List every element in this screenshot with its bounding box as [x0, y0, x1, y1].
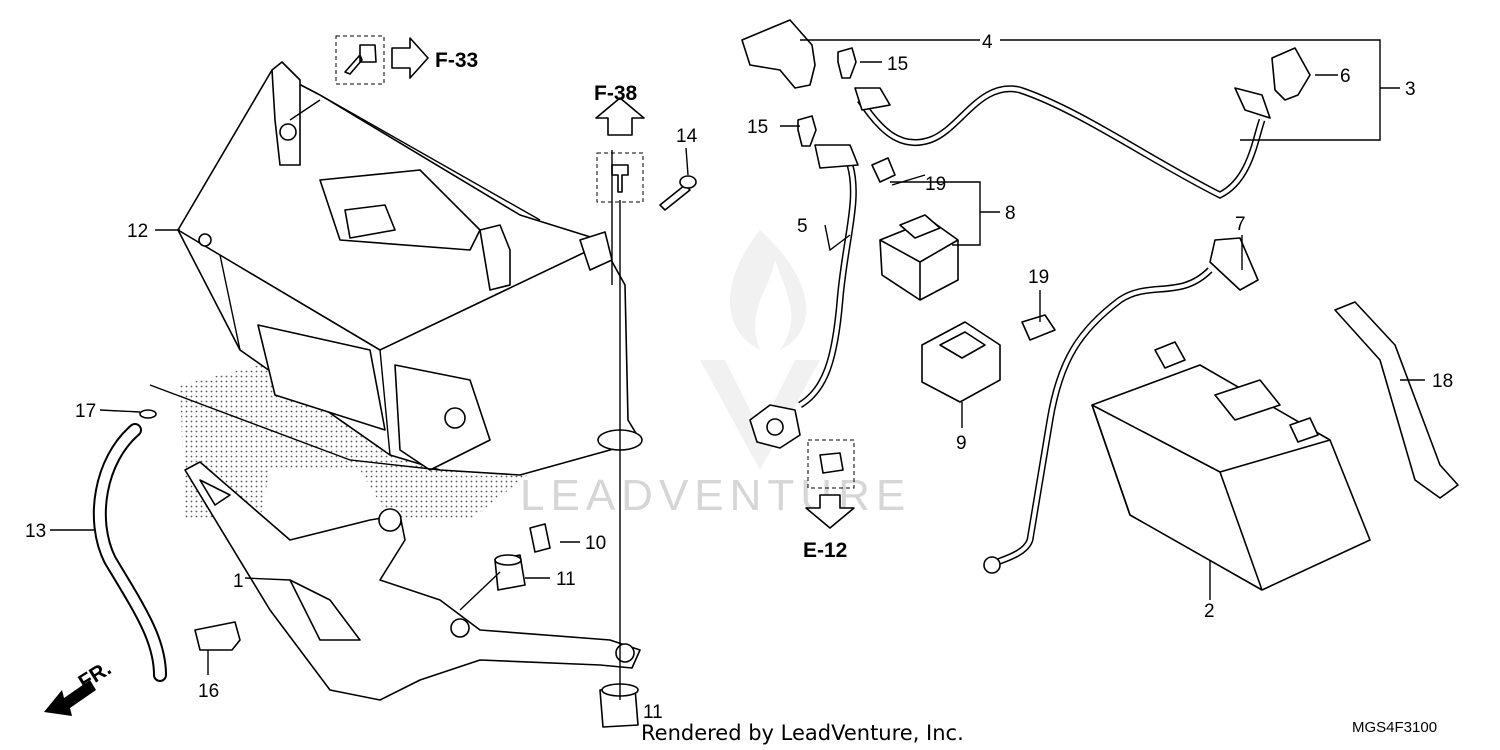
label-15a: 15: [887, 54, 908, 75]
label-3: 3: [1405, 79, 1416, 100]
label-13: 13: [25, 521, 46, 542]
battery-bracket: [184, 461, 641, 701]
arrow-f38: [595, 97, 645, 136]
clip-16: [194, 621, 241, 651]
label-11b: 11: [643, 702, 663, 723]
label-14: 14: [676, 126, 698, 147]
e12-dash-box: [807, 439, 855, 489]
watermark-text: LEADVENTURE: [520, 471, 911, 520]
bolt-15a: [837, 47, 857, 79]
label-4: 4: [982, 32, 993, 53]
label-2: 2: [1204, 601, 1215, 622]
label-16: 16: [198, 681, 219, 702]
bolt-14: [659, 175, 697, 211]
label-19a: 19: [925, 174, 946, 195]
label-12: 12: [127, 221, 148, 242]
label-10: 10: [585, 533, 606, 554]
f33-dash-box: [335, 35, 385, 85]
battery: [1091, 341, 1371, 591]
leader-lines: [50, 39, 1425, 700]
ref-e12: E-12: [803, 539, 847, 562]
nut-e12: [819, 452, 844, 474]
arrow-e12: [805, 494, 855, 529]
f38-dash-box: [596, 152, 644, 203]
label-18: 18: [1432, 371, 1453, 392]
collar-10: [529, 523, 551, 553]
label-17: 17: [75, 401, 96, 422]
label-5: 5: [797, 216, 808, 237]
label-6: 6: [1340, 66, 1351, 87]
clip-17: [139, 409, 157, 419]
terminal-cover-6: [1271, 47, 1311, 101]
bolt-15b: [797, 115, 817, 147]
terminal-cover-4: [741, 19, 816, 89]
arrow-front: [44, 680, 96, 716]
label-9: 9: [956, 433, 967, 454]
fuse-19b: [1021, 314, 1056, 341]
fuse-19a: [871, 157, 896, 183]
label-15b: 15: [747, 117, 768, 138]
battery-box: [177, 61, 643, 520]
label-19b: 19: [1028, 267, 1049, 288]
arrow-f33: [391, 37, 429, 79]
label-8: 8: [1005, 203, 1016, 224]
label-11a: 11: [556, 569, 576, 590]
watermark-logo: [700, 230, 820, 470]
label-7: 7: [1235, 214, 1246, 235]
label-1: 1: [233, 571, 244, 592]
footer-credit: Rendered by LeadVenture, Inc.: [641, 721, 964, 745]
battery-strap: [1334, 301, 1459, 499]
screw-f38: [611, 164, 629, 193]
ref-f38: F-38: [594, 82, 638, 105]
screw-f33: [344, 44, 377, 75]
ref-f33: F-33: [435, 49, 478, 72]
diagram-code: MGS4F3100: [1352, 719, 1437, 736]
